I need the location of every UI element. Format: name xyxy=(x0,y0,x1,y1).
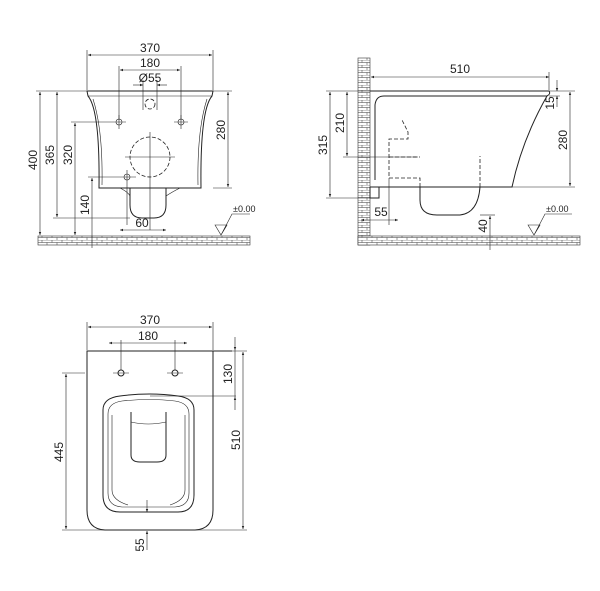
dim-body-280: 280 xyxy=(214,120,228,140)
dim-height-400: 400 xyxy=(26,150,40,170)
outlet-spout xyxy=(129,188,167,219)
dim-diameter-55: Ø55 xyxy=(139,71,162,85)
dim-height-210: 210 xyxy=(333,113,347,133)
dim-height-320: 320 xyxy=(61,145,75,165)
side-view: 510 15 280 315 210 55 40 ±0.00 xyxy=(316,57,581,250)
floor-level-symbol xyxy=(214,213,250,236)
dim-fixing-130: 130 xyxy=(221,364,235,384)
dim-rim-15: 15 xyxy=(543,96,557,110)
toilet-body-front xyxy=(86,90,214,189)
floor-level-label: ±0.00 xyxy=(233,204,255,214)
bowl-opening xyxy=(130,412,167,463)
top-view: 370 180 130 510 445 55 xyxy=(52,313,247,552)
dim-outlet-60: 60 xyxy=(135,216,149,230)
dim-height-315: 315 xyxy=(316,135,330,155)
outlet-spout xyxy=(419,186,481,216)
dim-width-370: 370 xyxy=(140,313,160,327)
dim-depth-510: 510 xyxy=(229,430,243,450)
front-view: 370 180 Ø55 400 365 320 140 280 60 ±0.00 xyxy=(26,41,255,248)
dim-clearance-40: 40 xyxy=(476,219,490,233)
dim-height-140: 140 xyxy=(78,195,92,215)
floor-hatch xyxy=(37,235,251,246)
dim-front-55: 55 xyxy=(133,538,147,552)
wall-hatch xyxy=(357,57,371,246)
seat-outer xyxy=(102,393,195,513)
dim-height-365: 365 xyxy=(43,145,57,165)
dim-spacing-180: 180 xyxy=(140,56,160,70)
floor-hatch xyxy=(357,235,581,246)
dim-offset-55: 55 xyxy=(374,205,388,219)
floor-level-symbol xyxy=(527,213,572,236)
dim-depth-510: 510 xyxy=(450,62,470,76)
dim-body-280: 280 xyxy=(556,130,570,150)
dim-depth-445: 445 xyxy=(52,442,66,462)
dim-spacing-180: 180 xyxy=(138,329,158,343)
floor-level-label: ±0.00 xyxy=(546,204,568,214)
dim-width-370: 370 xyxy=(140,41,160,55)
inlet-circle xyxy=(144,98,156,110)
